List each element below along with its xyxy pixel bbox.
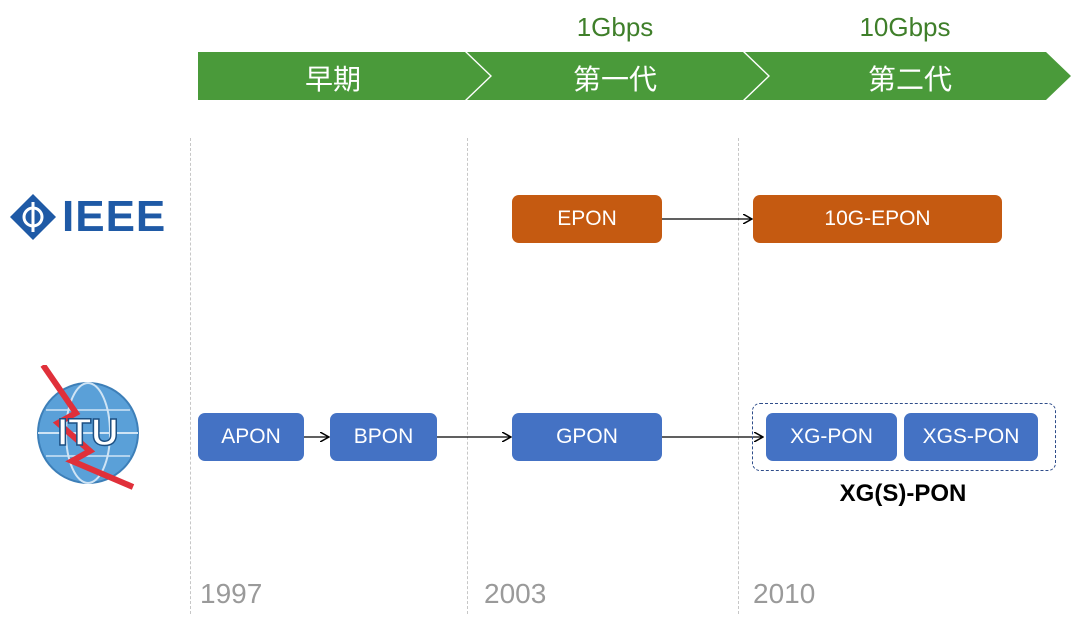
phase-speed-1g: 1Gbps <box>576 12 654 42</box>
phase-label-early: 早期 <box>304 64 361 95</box>
phase-label-gen1: 第一代 <box>572 64 657 95</box>
timeline-divider-2003 <box>467 138 468 614</box>
phase-label-gen2: 第二代 <box>867 64 952 95</box>
standard-xg-pon: XG-PON <box>766 413 897 461</box>
standard-epon: EPON <box>512 195 662 243</box>
year-1997: 1997 <box>200 578 263 609</box>
phase-arrow-bar <box>198 52 1071 100</box>
phase-speed-10g: 10Gbps <box>859 12 951 42</box>
itu-logo: ITU <box>37 365 139 490</box>
phase-arrow-early <box>198 52 490 100</box>
standard-apon: APON <box>198 413 304 461</box>
standard-10g-epon: 10G-EPON <box>753 195 1002 243</box>
year-2010: 2010 <box>753 578 816 609</box>
standard-gpon: GPON <box>512 413 662 461</box>
year-2003: 2003 <box>484 578 547 609</box>
timeline-divider-2010 <box>738 138 739 614</box>
phase-arrow-gen2 <box>745 52 1071 100</box>
ieee-logo-text: IEEE <box>62 192 167 241</box>
timeline-divider-1997 <box>190 138 191 614</box>
standard-xgs-pon: XGS-PON <box>904 413 1038 461</box>
itu-logo-text: ITU <box>57 412 118 454</box>
phase-arrow-gen1 <box>467 52 768 100</box>
ieee-diamond-icon <box>10 194 56 240</box>
ieee-logo: IEEE <box>4 184 169 256</box>
xgs-pon-group-label: XG(S)-PON <box>839 480 967 507</box>
standard-bpon: BPON <box>330 413 437 461</box>
xgs-pon-group <box>752 403 1056 471</box>
